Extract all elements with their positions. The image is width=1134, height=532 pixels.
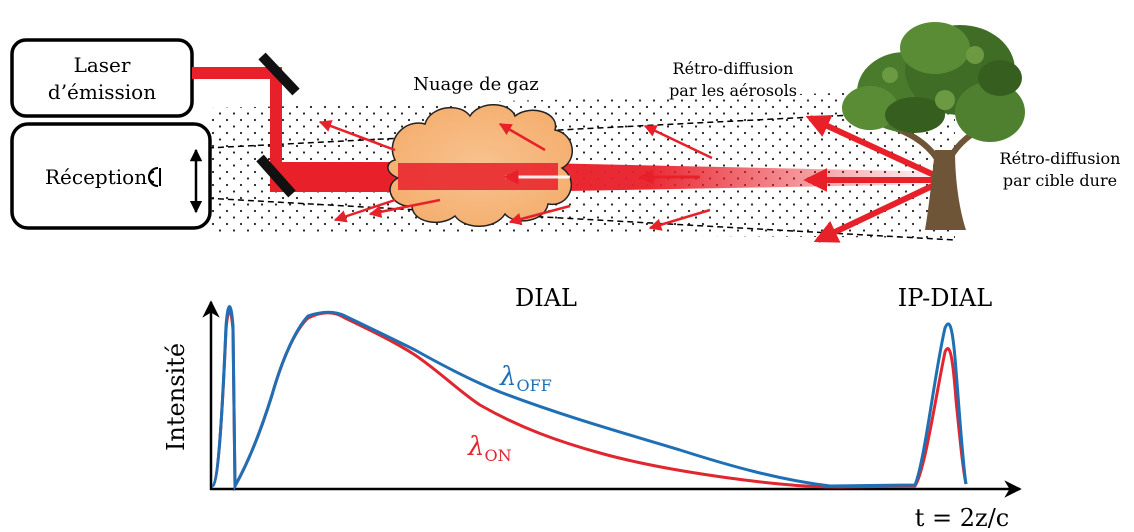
ipdial-title: IP-DIAL [898, 284, 992, 312]
aerosol-label-line1: Rétro-diffusion [673, 59, 794, 78]
hard-target-label-line1: Rétro-diffusion [1000, 149, 1121, 168]
lambda-off-curve [210, 305, 968, 492]
lambda-on-label: λON [467, 432, 512, 465]
x-axis-label: t = 2z/c [915, 504, 1009, 532]
tree-icon [842, 22, 1025, 230]
mirror-top [258, 52, 300, 96]
reception-box: Réception [10, 122, 212, 230]
lambda-on-subscript: ON [484, 446, 511, 465]
aerosol-backscatter-arrows [318, 120, 713, 231]
lambda-off-symbol: λ [499, 362, 516, 392]
laser-label-line2: d’émission [48, 80, 156, 104]
receiver-icon [148, 167, 161, 187]
signal-plot: Intensité t = 2z/c DIAL IP-DIAL λOFF λON [162, 284, 1022, 532]
lambda-on-curve [210, 309, 968, 492]
hard-target-backscatter-arrows [803, 115, 947, 243]
aerosol-label-line2: par les aérosols [669, 81, 797, 100]
dial-title: DIAL [515, 284, 577, 312]
lambda-on-symbol: λ [467, 432, 484, 462]
laser-label-line1: Laser [74, 53, 131, 77]
y-axis-label: Intensité [162, 343, 190, 451]
laser-box: Laser d’émission [10, 38, 194, 118]
gas-cloud-label: Nuage de gaz [413, 74, 539, 95]
hard-target-label-line2: par cible dure [1003, 171, 1117, 190]
lambda-off-subscript: OFF [516, 376, 551, 395]
lambda-off-label: λOFF [499, 362, 552, 395]
reception-label: Réception [45, 165, 147, 189]
mirror-bottom [256, 154, 296, 198]
